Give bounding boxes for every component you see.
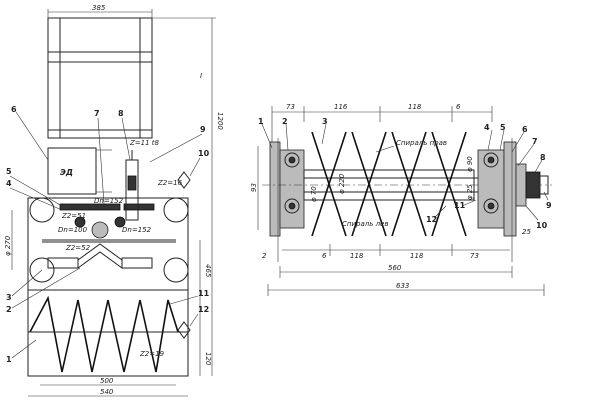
- callout-9: 9: [200, 125, 206, 134]
- callout-5: 5: [6, 167, 12, 176]
- dim-bot-118a: 118: [350, 252, 364, 260]
- dim-120: 120: [204, 352, 212, 366]
- callout-7: 7: [94, 109, 100, 118]
- wheel-top-left: [29, 197, 55, 223]
- r-callout-5: 5: [500, 123, 506, 132]
- ann-z-bottom: Z2=19: [139, 350, 165, 358]
- dim-dia-220: φ 220: [338, 173, 346, 194]
- dim-top-73: 73: [286, 103, 295, 111]
- dim-total-560: 560: [388, 264, 402, 272]
- ann-dn-100: Dn=100: [58, 226, 88, 234]
- dim-dia-70: φ 70: [310, 186, 318, 202]
- callout-4: 4: [6, 179, 12, 188]
- auger-spiral: [29, 295, 179, 373]
- callout-12: 12: [198, 305, 209, 314]
- r-callout-6: 6: [522, 125, 528, 134]
- ann-z-top: Z=11 t8: [129, 139, 160, 147]
- callout-8: 8: [118, 109, 124, 118]
- dim-top-width: 385: [92, 4, 106, 12]
- r-callout-2: 2: [282, 117, 288, 126]
- right-callouts: 1 2 3 4 5 6 7 8 9 10 11 12: [258, 117, 552, 230]
- dim-bot-73: 73: [470, 252, 479, 260]
- dim-left-2: 2: [262, 252, 267, 260]
- dim-500: 500: [100, 377, 114, 385]
- dim-dia-90: φ 90: [466, 156, 474, 172]
- dim-bot-118b: 118: [410, 252, 424, 260]
- motor-label: ЭД: [60, 168, 73, 177]
- dim-height: 1200: [216, 112, 224, 130]
- left-callouts: 6 7 8 9 10 5 4 3 2 1 11 12: [6, 105, 210, 364]
- dim-bot-25: 25: [522, 228, 531, 236]
- dim-270: φ 270: [4, 235, 12, 256]
- dim-total-633: 633: [396, 282, 409, 290]
- left-view: ЭД 3: [4, 4, 224, 397]
- wheel-top-right: [163, 197, 189, 223]
- center-gear: [91, 221, 109, 239]
- callout-3: 3: [6, 293, 12, 302]
- dim-top-6: 6: [456, 103, 461, 111]
- machine-frame: [27, 197, 189, 377]
- dim-465: 465: [204, 264, 212, 278]
- ann-marker-i: I: [200, 72, 202, 80]
- ann-z-left-b: Z2=52: [65, 244, 91, 252]
- callout-10: 10: [198, 149, 210, 158]
- ann-dn-152-a: Dn=152: [94, 197, 124, 205]
- dim-bot-6: 6: [322, 252, 327, 260]
- r-callout-3: 3: [322, 117, 328, 126]
- callout-2: 2: [6, 305, 12, 314]
- right-view: 73 116 118 6: [250, 103, 552, 296]
- ann-spiral-left: Спираль лев: [342, 220, 388, 228]
- ann-dn-152-b: Dn=152: [122, 226, 152, 234]
- ann-z-right: Z2=16: [157, 179, 183, 187]
- r-callout-11: 11: [454, 201, 466, 210]
- wheel-bottom-left: [29, 257, 55, 283]
- ann-spiral-right: Спираль прав: [396, 139, 447, 147]
- r-callout-1: 1: [258, 117, 264, 126]
- callout-11: 11: [198, 289, 210, 298]
- chain-drive: [59, 203, 121, 211]
- diamond-top: [177, 171, 191, 189]
- diamond-bottom: [177, 321, 191, 339]
- ann-z-left-a: Z2=51: [61, 212, 86, 220]
- left-flange: [269, 141, 281, 237]
- dim-top-118: 118: [408, 103, 422, 111]
- end-sprocket: [525, 171, 541, 199]
- r-callout-7: 7: [532, 137, 538, 146]
- r-callout-10: 10: [536, 221, 548, 230]
- auger-blades: [311, 131, 467, 237]
- upper-frame: [47, 17, 153, 139]
- dim-left-93: 93: [250, 183, 258, 192]
- wheel-bottom-right: [163, 257, 189, 283]
- callout-1: 1: [6, 355, 12, 364]
- dim-dia-25: φ 25: [466, 184, 474, 200]
- r-callout-4: 4: [484, 123, 490, 132]
- r-callout-9: 9: [546, 201, 552, 210]
- right-flange: [503, 141, 517, 237]
- r-callout-12: 12: [426, 215, 437, 224]
- callout-6: 6: [11, 105, 17, 114]
- dim-top-116: 116: [334, 103, 348, 111]
- dim-540: 540: [100, 388, 114, 396]
- r-callout-8: 8: [540, 153, 546, 162]
